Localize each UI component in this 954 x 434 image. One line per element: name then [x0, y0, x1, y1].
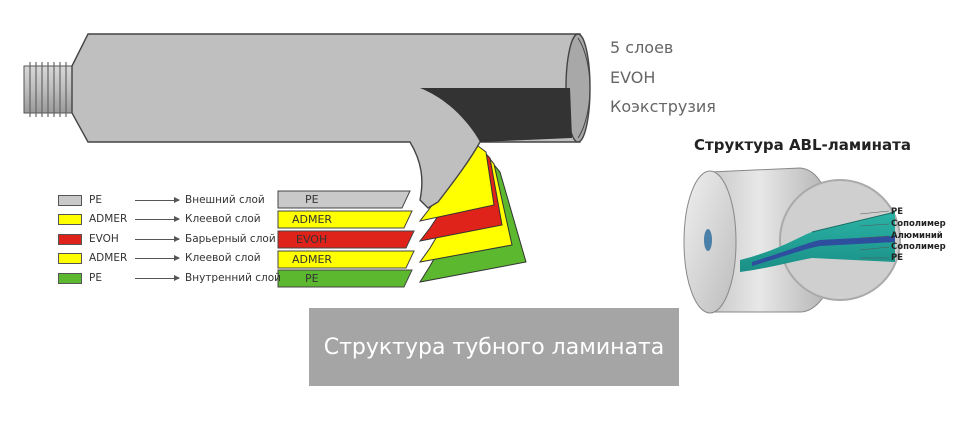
- legend-swatch: [58, 194, 82, 206]
- band-label: PE: [305, 193, 319, 206]
- band-label: EVOH: [296, 233, 328, 246]
- abl-layer-label: Алюминий: [891, 231, 943, 241]
- legend-row: PE Внешний слой: [58, 193, 265, 207]
- legend-code: PE: [89, 194, 102, 206]
- band-label: ADMER: [292, 213, 333, 226]
- abl-layer-label: PE: [891, 207, 904, 217]
- legend-swatch: [58, 272, 82, 284]
- arrow-icon: [135, 274, 180, 281]
- legend-label: Внутренний слой: [185, 272, 281, 284]
- tube-cap: [23, 62, 73, 117]
- abl-roll: [683, 167, 901, 314]
- legend-swatch: [58, 233, 82, 245]
- legend-code: ADMER: [89, 213, 128, 225]
- legend-row: ADMER Клеевой слой: [58, 251, 261, 265]
- band-admer-2: [277, 250, 415, 269]
- arrow-icon: [135, 196, 180, 203]
- band-evoh: [277, 230, 415, 249]
- legend-code: EVOH: [89, 233, 119, 245]
- legend-swatch: [58, 213, 82, 225]
- abl-title: Структура ABL-ламината: [694, 136, 911, 154]
- abl-layer-label: Сополимер: [891, 242, 946, 252]
- legend-code: PE: [89, 272, 102, 284]
- legend-label: Клеевой слой: [185, 252, 261, 264]
- tube-info-layers: 5 слоев: [610, 38, 674, 57]
- legend-code: ADMER: [89, 252, 128, 264]
- tube-body: [71, 33, 581, 209]
- legend-swatch: [58, 252, 82, 264]
- legend-row: PE Внутренний слой: [58, 271, 281, 285]
- legend-label: Клеевой слой: [185, 213, 261, 225]
- arrow-icon: [135, 254, 180, 261]
- caption-text: Структура тубного ламината: [323, 334, 665, 360]
- legend-row: EVOH Барьерный слой: [58, 232, 276, 246]
- abl-layer-label: Сополимер: [891, 219, 946, 229]
- band-admer-1: [277, 210, 413, 229]
- band-label: ADMER: [292, 253, 333, 266]
- caption-box: Структура тубного ламината: [309, 308, 679, 386]
- legend-label: Внешний слой: [185, 194, 265, 206]
- abl-layer-label: PE: [891, 253, 904, 263]
- arrow-icon: [135, 235, 180, 242]
- tube-info-material: EVOH: [610, 68, 656, 87]
- band-label: PE: [305, 272, 319, 285]
- arrow-icon: [135, 215, 180, 222]
- band-pe-inner: [277, 269, 413, 288]
- tube-info-process: Коэкструзия: [610, 97, 716, 116]
- band-pe-outer: [277, 190, 411, 209]
- legend-label: Барьерный слой: [185, 233, 276, 245]
- legend-row: ADMER Клеевой слой: [58, 212, 261, 226]
